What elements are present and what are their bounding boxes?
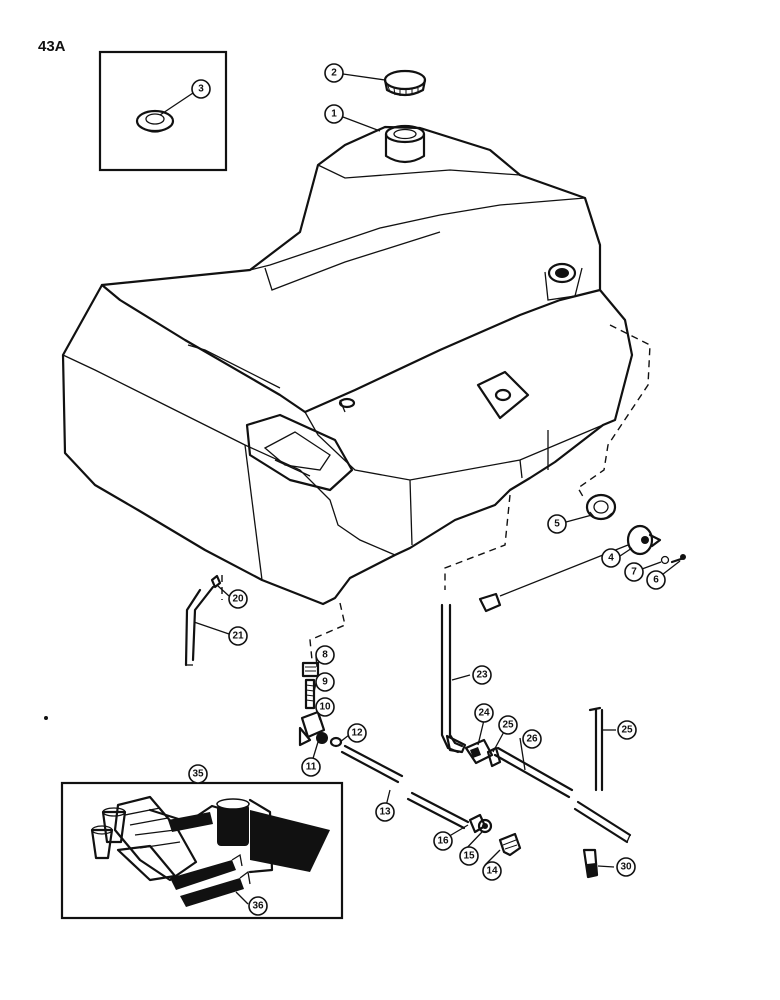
callout-bubbles: 3 2 1 5 4 7 6 20 21 8 9 10 12 11 13 16 1…: [188, 63, 666, 916]
svg-text:15: 15: [463, 851, 475, 862]
callout-20: 20: [228, 589, 248, 609]
shutoff-valve-parts: [298, 661, 343, 748]
callout-10: 10: [315, 697, 335, 717]
callout-9: 9: [315, 672, 335, 692]
svg-text:12: 12: [351, 728, 363, 739]
svg-text:8: 8: [322, 650, 328, 661]
callout-30: 30: [616, 857, 636, 877]
callout-23: 23: [472, 665, 492, 685]
callout-16: 16: [433, 831, 453, 851]
callout-8: 8: [315, 645, 335, 665]
scan-dot: [44, 716, 48, 720]
svg-text:9: 9: [322, 677, 328, 688]
svg-text:35: 35: [192, 769, 204, 780]
callout-3: 3: [191, 79, 211, 99]
svg-text:2: 2: [331, 68, 337, 79]
callout-36: 36: [248, 896, 268, 916]
callout-15: 15: [459, 846, 479, 866]
svg-text:3: 3: [198, 84, 204, 95]
fuel-tank: [61, 124, 634, 606]
callout-25-connector: 25: [498, 715, 518, 735]
return-line: [440, 603, 467, 754]
svg-text:26: 26: [526, 734, 538, 745]
callout-6: 6: [646, 570, 666, 590]
clip: [582, 848, 599, 879]
callout-14: 14: [482, 861, 502, 881]
callout-2: 2: [324, 63, 344, 83]
svg-text:24: 24: [478, 708, 490, 719]
callout-26: 26: [522, 729, 542, 749]
sealant-kit-box: [60, 781, 344, 920]
svg-text:16: 16: [437, 836, 449, 847]
svg-text:25: 25: [502, 720, 514, 731]
svg-text:7: 7: [631, 567, 637, 578]
svg-text:20: 20: [232, 594, 244, 605]
callout-21: 21: [228, 626, 248, 646]
line-fittings: [468, 813, 522, 857]
drain-tube: [184, 574, 222, 667]
fuel-line: [340, 744, 470, 830]
assembly-lines: [221, 324, 651, 661]
filler-cap: [383, 69, 427, 97]
page-number: 43A: [38, 38, 66, 55]
callout-7: 7: [624, 562, 644, 582]
inset-cap-box: [98, 50, 228, 172]
fuel-sender-group: [478, 493, 686, 613]
svg-text:25: 25: [621, 725, 633, 736]
callout-24: 24: [474, 703, 494, 723]
svg-text:14: 14: [486, 866, 498, 877]
callout-11: 11: [301, 757, 321, 777]
svg-text:1: 1: [331, 109, 337, 120]
svg-text:5: 5: [554, 519, 560, 530]
svg-text:30: 30: [620, 862, 632, 873]
svg-text:6: 6: [653, 575, 659, 586]
svg-text:10: 10: [319, 702, 331, 713]
callout-25-vent: 25: [617, 720, 637, 740]
svg-text:11: 11: [306, 762, 317, 773]
callout-4: 4: [601, 548, 621, 568]
svg-text:36: 36: [252, 901, 264, 912]
callout-12: 12: [347, 723, 367, 743]
callout-5: 5: [547, 514, 567, 534]
svg-text:13: 13: [379, 807, 391, 818]
callout-1: 1: [324, 104, 344, 124]
svg-text:23: 23: [476, 670, 488, 681]
callout-13: 13: [375, 802, 395, 822]
callout-35: 35: [188, 764, 208, 784]
svg-text:4: 4: [608, 553, 614, 564]
vent-tube: [588, 706, 604, 792]
svg-text:21: 21: [232, 631, 244, 642]
